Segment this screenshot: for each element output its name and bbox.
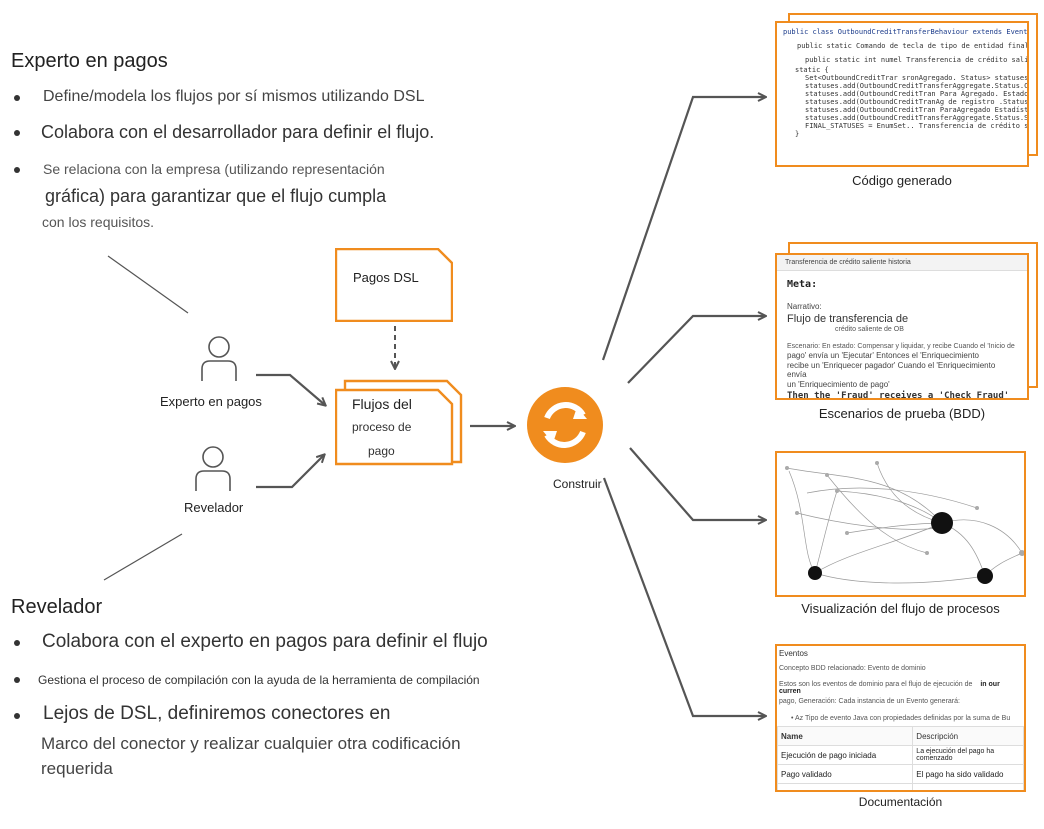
expert-bullet-3b: gráfica) para garantizar que el flujo cu… [45,186,387,206]
code-caption: Código generado [852,173,952,188]
expert-title: Experto en pagos [11,50,168,72]
code-line: public class OutboundCreditTransferBehav… [783,28,1028,36]
bdd-flow-title: Flujo de transferencia de [787,313,909,325]
code-card: public class OutboundCreditTransferBehav… [775,21,1029,167]
docs-bullet-text: Az Tipo de evento Java con propiedades d… [795,715,1011,722]
dev-bullet-3c: requerida [41,759,113,778]
table-cell: Ejecución de pago iniciada [777,745,914,765]
table-cell: La validación empresarial ha fa [912,783,1024,790]
build-label: Construir [553,477,602,491]
dev-bullet-3b: Marco del conector y realizar cualquier … [41,734,461,753]
bullet-dot [14,130,20,136]
table-row: Validación de pago fallida La validación… [777,783,1024,790]
docs-caption: Documentación [858,795,943,809]
expert-bullet-1: Define/modela los flujos por sí mismos u… [43,88,425,105]
code-line: Set<OutboundCreditTrar sronAgregado. Sta… [805,74,1029,82]
arrow-to-code [601,97,765,361]
expert-bullet-2: Colabora con el desarrollador para defin… [41,122,435,142]
table-cell: Pago validado [777,764,914,784]
table-header: Descripción [912,726,1024,746]
docs-title: Eventos [779,649,808,658]
dev-bullet-3a: Lejos de DSL, definiremos conectores en [43,703,391,724]
bullet-dot [14,95,20,101]
table-header: Name [777,726,914,746]
arrow-to-bdd [627,316,765,384]
code-line: public static Comando de tecla de tipo d… [797,42,1029,50]
code-line: } [795,130,800,138]
process-graph [785,461,1024,584]
table-header-row: Name Descripción [777,726,1024,746]
bdd-line: Then the 'Fraud' receives a 'Check Fraud… [787,391,1010,400]
build-sync-icon [527,387,603,463]
flows-label-3: pago [368,444,395,458]
table-cell: La ejecución del pago ha comenzado [912,745,1024,765]
arrow-to-docs [602,477,765,716]
bdd-narrative: Narrativo: [787,302,822,311]
dev-arrow [256,455,324,489]
bdd-line: un 'Enriquecimiento de pago' [787,380,890,389]
bdd-meta: Meta: [787,279,818,290]
flows-label-1: Flujos del [352,396,412,412]
bdd-line: pago' envía un 'Ejecutar' Entonces el 'E… [787,351,980,360]
code-line: statuses.add(OutboundCreditTran ParaAgre… [805,106,1029,114]
bdd-line: recibe un 'Enriquecer pagador' Cuando el… [787,361,996,379]
expert-bullet-3a: Se relaciona con la empresa (utilizando … [43,161,385,177]
table-row: Pago validado El pago ha sido validado [777,764,1024,784]
code-line: statuses.add(OutboundCreditTran Para Agr… [805,90,1029,98]
expert-bullet-3c: con los requisitos. [42,214,155,230]
code-line: statuses.add(OutboundCreditTranAg de reg… [805,98,1029,106]
bullet-dot [14,167,20,173]
dsl-doc-label: Pagos DSL [353,270,419,285]
expert-pointer-line [107,255,189,314]
docs-card: Eventos Concepto BDD relacionado: Evento… [775,644,1026,792]
docs-line: pago, Generación: Cada instancia de un E… [779,698,960,705]
person-icon [195,446,231,491]
bdd-card: Transferencia de crédito saliente histor… [775,253,1029,400]
bullet-dot [14,677,20,683]
arrow-to-viz [629,447,765,520]
table-row: Ejecución de pago iniciada La ejecución … [777,745,1024,765]
document-icon [335,248,453,322]
flows-label-2: proceso de [352,420,412,434]
expert-arrow [256,373,325,405]
expert-actor-label: Experto en pagos [160,394,262,409]
docs-line-text: Estos son los eventos de dominio para el… [779,681,973,688]
table-cell: El pago ha sido validado [912,764,1024,784]
bdd-scenario: Escenario: En estado: Compensar y liquid… [787,343,1015,350]
bdd-caption: Escenarios de prueba (BDD) [818,406,986,421]
bullet-dot [14,713,20,719]
docs-line: Concepto BDD relacionado: Evento de domi… [779,665,926,672]
code-line: FINAL_STATUSES = EnumSet.. Transferencia… [805,122,1029,130]
dev-actor-label: Revelador [184,500,244,515]
viz-caption: Visualización del flujo de procesos [801,601,1000,616]
code-line: public static int numel Transferencia de… [805,56,1029,64]
docs-bullet: • Az Tipo de evento Java con propiedades… [791,715,1011,722]
code-line: statuses.add(OutboundCreditTransferAggre… [805,82,1029,90]
bdd-flow-sub: crédito saliente de OB [835,326,904,333]
docs-line: Estos son los eventos de dominio para el… [777,672,1024,695]
code-line: static { [795,66,829,74]
dev-bullet-1: Colabora con el experto en pagos para de… [42,631,488,652]
dev-pointer-line [103,533,183,581]
docs-table: Name Descripción Ejecución de pago inici… [777,726,1024,790]
dev-bullet-2: Gestiona el proceso de compilación con l… [38,673,480,687]
code-line: statuses.add(OutboundCreditTransferAggre… [805,114,1029,122]
flows-document-stack [335,379,463,466]
bdd-story: Transferencia de crédito saliente histor… [777,255,1027,271]
viz-card [775,451,1026,597]
docs-line-text-bold: in our curren [779,681,1000,695]
person-icon [201,336,237,381]
table-cell: Validación de pago fallida [777,783,914,790]
bullet-dot [14,640,20,646]
dev-title: Revelador [11,596,103,618]
